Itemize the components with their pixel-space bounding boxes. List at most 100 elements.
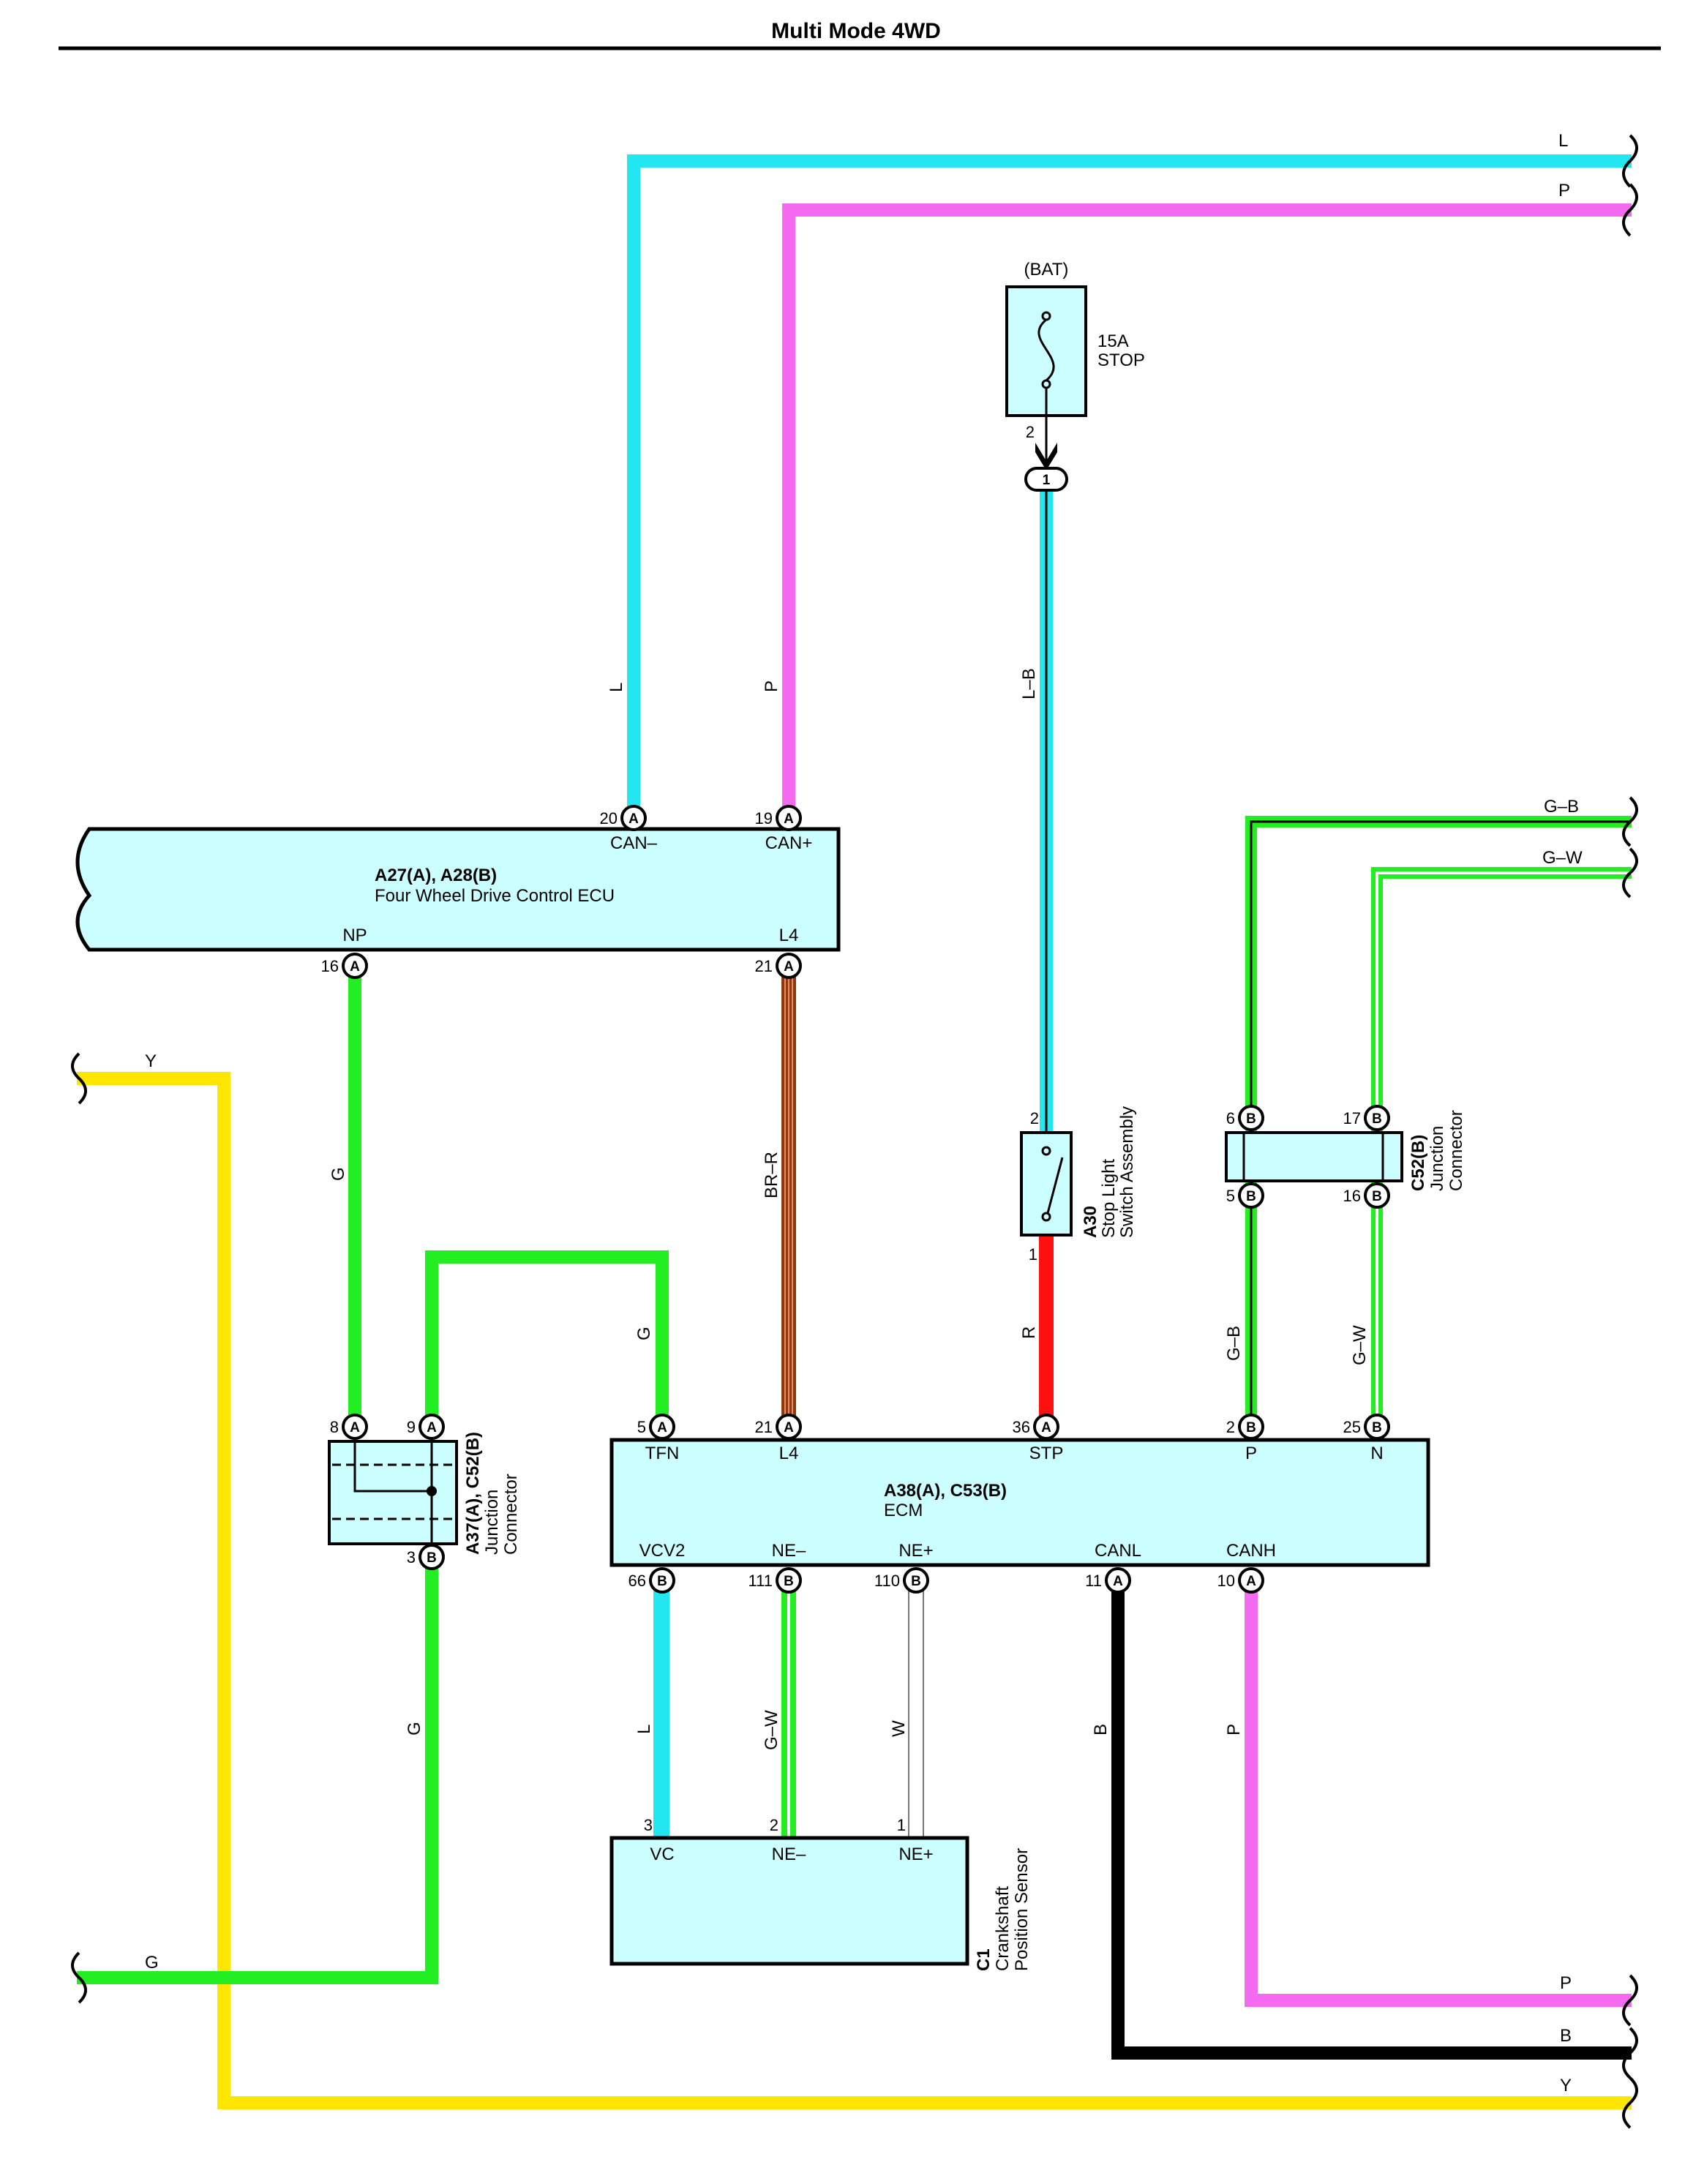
crank-sensor-box bbox=[609, 1836, 969, 1966]
pin-jr-5: B5 bbox=[1226, 1182, 1264, 1209]
pin-number: 16 bbox=[1343, 1187, 1361, 1205]
fuse-element bbox=[1037, 318, 1055, 382]
jc-right-id: C52(B) bbox=[1408, 1135, 1428, 1191]
stop-switch-contact-bottom bbox=[1041, 1212, 1051, 1222]
ecm: A38(A), C53(B) ECM TFN L4 STP P N VCV2 N… bbox=[609, 1438, 1430, 1567]
pin-ecu-can-plus: A19 bbox=[755, 805, 802, 831]
break-top-p bbox=[1622, 183, 1638, 237]
wire-label-top-p: P bbox=[1558, 181, 1570, 200]
pin-jr-17: B17 bbox=[1343, 1105, 1390, 1131]
pin-ecm-l4: A21 bbox=[755, 1414, 802, 1440]
stop-switch-contact-top bbox=[1041, 1146, 1051, 1156]
break-left-g bbox=[71, 1951, 87, 2004]
pin-circle bbox=[342, 953, 368, 979]
fuse-name: STOP bbox=[1097, 350, 1145, 370]
wire-can-plus-p bbox=[782, 203, 1632, 818]
stop-switch-box bbox=[1020, 1131, 1073, 1237]
pin-circle bbox=[419, 1414, 445, 1440]
inline-connector-pin: 1 bbox=[1043, 473, 1051, 488]
pin-jr-16: B16 bbox=[1343, 1182, 1390, 1209]
wire-label-left-g-h: G bbox=[145, 1953, 159, 1973]
four-wd-ecu-term-can-plus: CAN+ bbox=[765, 833, 813, 853]
four-wd-ecu-box bbox=[75, 827, 841, 952]
jc-left-splice-dot bbox=[427, 1486, 437, 1496]
pin-number: 16 bbox=[321, 957, 339, 975]
wire-vcv2-l bbox=[653, 1589, 669, 1838]
ecm-term-n: N bbox=[1370, 1444, 1383, 1463]
jc-left-line1: Junction bbox=[482, 1490, 502, 1555]
pin-jr-6: B6 bbox=[1226, 1105, 1264, 1131]
wire-canl-b bbox=[1111, 1588, 1632, 2060]
wire-stp-r bbox=[1039, 1235, 1054, 1421]
pin-number: 21 bbox=[755, 1418, 773, 1436]
wire-label-np-g: G bbox=[329, 1167, 348, 1181]
connector-arrow bbox=[1035, 443, 1057, 470]
pin-connector-letter: B bbox=[1372, 1420, 1382, 1436]
jc-right-line2: Connector bbox=[1446, 1110, 1466, 1191]
ecm-term-canh: CANH bbox=[1226, 1541, 1276, 1561]
pin-connector-letter: B bbox=[1372, 1111, 1382, 1127]
ecm-term-l4: L4 bbox=[779, 1444, 799, 1463]
pin-circle bbox=[419, 1544, 445, 1570]
pin-connector-letter: A bbox=[784, 811, 794, 827]
inline-connector bbox=[1024, 467, 1068, 492]
wire-canh-p bbox=[1245, 1588, 1632, 2007]
crank-pin-2: 2 bbox=[770, 1816, 778, 1834]
pin-circle bbox=[1105, 1567, 1131, 1594]
wire-label-stop-lb: L–B bbox=[1019, 668, 1039, 699]
wire-label-left-g-v: G bbox=[405, 1722, 424, 1735]
stop-switch-line1: Stop Light bbox=[1099, 1159, 1119, 1238]
pin-number: 20 bbox=[600, 809, 618, 828]
pin-connector-letter: B bbox=[784, 1574, 794, 1589]
pin-ecm-tfn: A5 bbox=[637, 1414, 675, 1440]
pin-connector-letter: B bbox=[657, 1574, 667, 1589]
pin-circle bbox=[1238, 1182, 1264, 1209]
pin-number: 21 bbox=[755, 957, 773, 975]
wire-label-tfn-g: G bbox=[634, 1326, 654, 1340]
fuse-rating: 15A bbox=[1097, 331, 1129, 351]
pin-number: 3 bbox=[407, 1548, 416, 1566]
break-bottom-y bbox=[1622, 2076, 1638, 2129]
pin-ecm-stp: A36 bbox=[1013, 1414, 1059, 1440]
crank-sensor-id: C1 bbox=[974, 1948, 994, 1971]
break-left-y bbox=[71, 1052, 87, 1105]
bat-label: (BAT) bbox=[1024, 260, 1069, 279]
pin-connector-letter: A bbox=[1113, 1574, 1123, 1589]
four-wd-ecu-term-l4: L4 bbox=[779, 926, 799, 945]
wire-gb-outer bbox=[1245, 816, 1632, 1421]
wire-label-right-gw: G–W bbox=[1542, 848, 1583, 868]
jc-left-line2: Connector bbox=[501, 1474, 521, 1555]
fuse-15a-stop: (BAT) 15A STOP 2 1 bbox=[1005, 260, 1145, 492]
pin-connector-letter: A bbox=[1246, 1574, 1256, 1589]
wire-label-bottom-y: Y bbox=[1560, 2076, 1572, 2095]
break-bottom-b bbox=[1622, 2027, 1638, 2079]
pin-connector-letter: B bbox=[427, 1550, 437, 1566]
pin-connector-letter: A bbox=[657, 1420, 667, 1436]
ecm-term-ne-plus: NE+ bbox=[898, 1541, 933, 1561]
pin-circle bbox=[342, 1414, 368, 1440]
pin-ecu-can-minus: A20 bbox=[600, 805, 647, 831]
pin-ecm-vcv2: B 66 bbox=[628, 1567, 675, 1594]
stop-switch-blade bbox=[1046, 1157, 1064, 1214]
wire-label-stp-r: R bbox=[1019, 1326, 1039, 1339]
pin-ecu-l4: A21 bbox=[755, 953, 802, 979]
wire-label-bottom-p: P bbox=[1560, 1973, 1572, 1993]
break-top-l bbox=[1622, 134, 1638, 188]
junction-connector-right: C52(B) Junction Connector bbox=[1225, 1110, 1466, 1191]
pin-connector-letter: B bbox=[911, 1574, 921, 1589]
pin-circle bbox=[1364, 1105, 1390, 1131]
pin-circle bbox=[1364, 1182, 1390, 1209]
pin-number: 110 bbox=[874, 1572, 900, 1590]
pin-connector-letter: A bbox=[1041, 1420, 1051, 1436]
crankshaft-position-sensor: VC NE– NE+ 3 2 1 C1 Crankshaft Position … bbox=[609, 1816, 1032, 1971]
junction-connector-left: A37(A), C52(B) Junction Connector bbox=[328, 1432, 521, 1555]
break-right-gb bbox=[1622, 796, 1638, 847]
crank-pin-1: 1 bbox=[897, 1816, 906, 1834]
stop-light-switch: 2 1 A30 Stop Light Switch Assembly bbox=[1020, 1106, 1137, 1264]
stop-switch-pin-1: 1 bbox=[1029, 1245, 1037, 1264]
pin-number: 66 bbox=[628, 1572, 646, 1590]
jc-left-bus bbox=[353, 1441, 432, 1493]
page-title: Multi Mode 4WD bbox=[771, 19, 941, 43]
pin-ecu-np: A16 bbox=[321, 953, 368, 979]
